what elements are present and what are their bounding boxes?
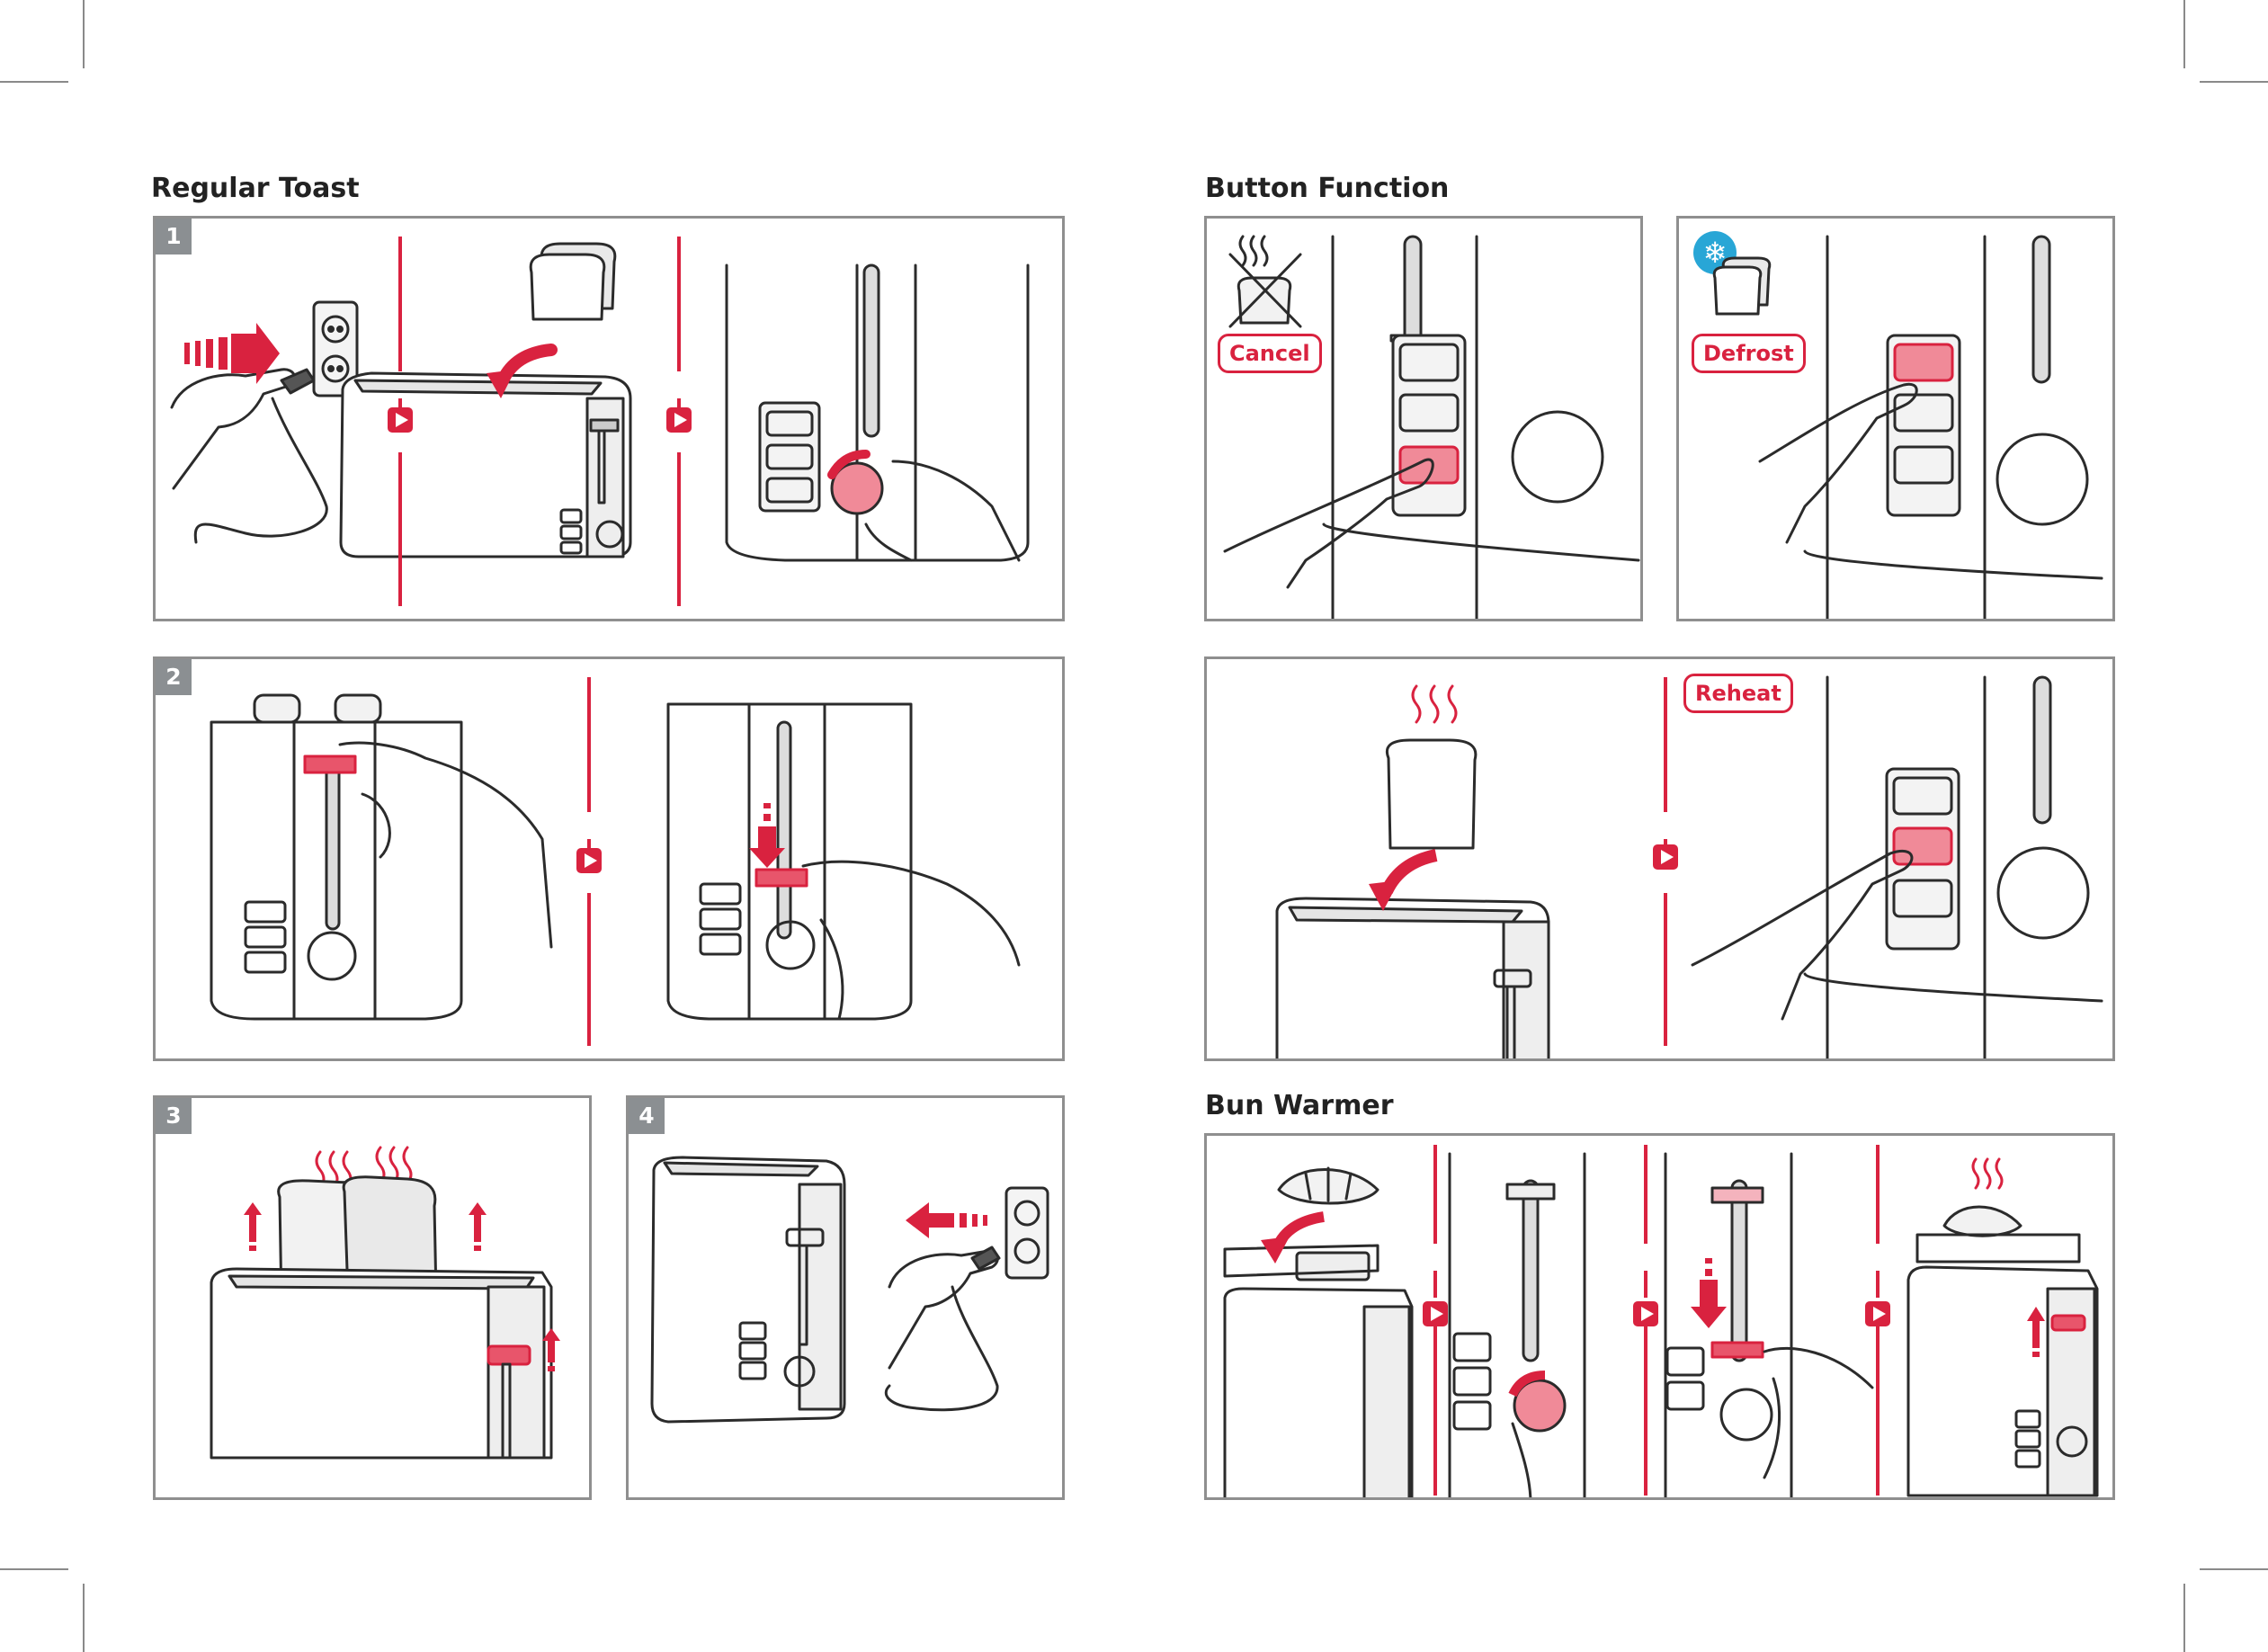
toaster-icon bbox=[341, 373, 630, 557]
step-3-panel: 3 bbox=[153, 1095, 592, 1500]
crop-mark bbox=[83, 0, 85, 68]
toast-slice-icon bbox=[1387, 740, 1476, 848]
crop-mark bbox=[2200, 81, 2268, 83]
cancel-illustration bbox=[1207, 219, 1643, 621]
next-step-arrow-icon bbox=[388, 407, 413, 433]
wall-socket-icon bbox=[1006, 1188, 1048, 1278]
heat-waves-icon bbox=[1973, 1159, 2002, 1188]
reheat-illustration bbox=[1207, 659, 2115, 1061]
toaster-lever-down-icon bbox=[211, 695, 551, 1019]
heading-regular-toast: Regular Toast bbox=[151, 173, 360, 204]
heading-button-function: Button Function bbox=[1205, 173, 1449, 204]
crop-mark bbox=[83, 1584, 85, 1652]
toaster-dial-closeup-icon bbox=[727, 265, 1028, 560]
toaster-icon bbox=[652, 1157, 844, 1422]
hand-pulling-plug-icon bbox=[886, 1247, 999, 1410]
cancel-function-panel: Cancel bbox=[1204, 216, 1643, 621]
press-down-arrow-icon bbox=[1691, 1258, 1727, 1328]
step-2-panel: 2 bbox=[153, 656, 1065, 1061]
step-1-panel: 1 bbox=[153, 216, 1065, 621]
defrost-button[interactable]: Defrost bbox=[1692, 334, 1806, 373]
heat-waves-icon bbox=[1413, 686, 1456, 722]
reheat-function-panel: Reheat bbox=[1204, 656, 2115, 1061]
next-step-arrow-icon bbox=[1423, 1301, 1448, 1326]
next-step-arrow-icon bbox=[576, 848, 602, 873]
step-3-illustration bbox=[156, 1098, 592, 1500]
toaster-lever-press-icon bbox=[1665, 1154, 1872, 1500]
next-step-arrow-icon bbox=[1653, 844, 1678, 870]
button-panel-icon bbox=[1888, 335, 1960, 515]
step-2-illustration bbox=[156, 659, 1065, 1061]
step-4-illustration bbox=[629, 1098, 1065, 1500]
next-step-arrow-icon bbox=[1865, 1301, 1890, 1326]
cancel-button[interactable]: Cancel bbox=[1218, 334, 1322, 373]
no-heat-toast-icon bbox=[1230, 237, 1300, 326]
bun-warmer-illustration bbox=[1207, 1136, 2115, 1500]
next-step-arrow-icon bbox=[666, 407, 692, 433]
defrost-function-panel: ❄ Defrost bbox=[1676, 216, 2115, 621]
crop-mark bbox=[2183, 1584, 2185, 1652]
croissant-icon bbox=[1944, 1207, 2021, 1236]
pull-arrow-icon bbox=[906, 1202, 987, 1238]
toaster-icon bbox=[1908, 1235, 2097, 1496]
heading-bun-warmer: Bun Warmer bbox=[1205, 1090, 1394, 1121]
toaster-lever-press-icon bbox=[668, 704, 1019, 1019]
toaster-icon bbox=[1277, 898, 1549, 1061]
bun-rack-icon bbox=[1225, 1246, 1412, 1500]
crop-mark bbox=[2200, 1568, 2268, 1570]
crop-mark bbox=[0, 81, 68, 83]
bread-slices-icon bbox=[531, 244, 615, 319]
crop-mark bbox=[0, 1568, 68, 1570]
bun-warmer-panel bbox=[1204, 1133, 2115, 1500]
hand-with-plug-icon bbox=[172, 370, 326, 542]
reheat-button[interactable]: Reheat bbox=[1683, 674, 1793, 713]
toaster-dial-closeup-icon bbox=[1450, 1154, 1585, 1500]
toaster-icon bbox=[211, 1269, 551, 1458]
crop-mark bbox=[2183, 0, 2185, 68]
button-panel-icon bbox=[1887, 769, 1959, 949]
button-panel-icon bbox=[1393, 335, 1465, 515]
next-step-arrow-icon bbox=[1633, 1301, 1658, 1326]
croissant-icon bbox=[1279, 1168, 1378, 1203]
defrost-illustration bbox=[1679, 219, 2115, 621]
bread-slices-icon bbox=[1714, 258, 1770, 314]
step-1-illustration bbox=[156, 219, 1065, 621]
step-4-panel: 4 bbox=[626, 1095, 1065, 1500]
